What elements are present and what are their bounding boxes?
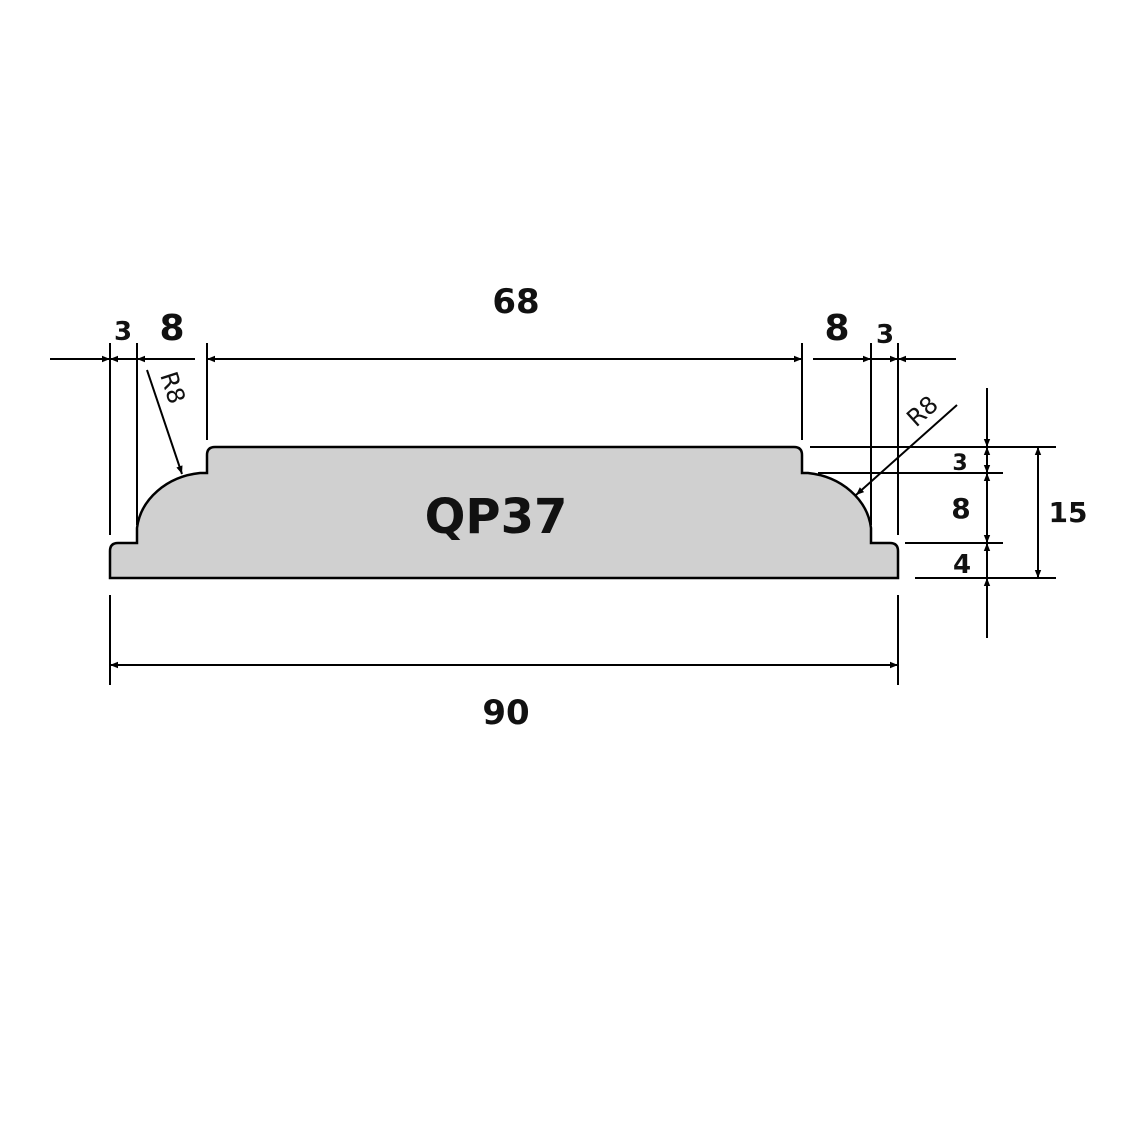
dim-right-radius-width: 8 [824, 308, 849, 349]
dim-left-edge: 3 [114, 317, 132, 347]
dim-base-height: 4 [953, 550, 971, 580]
right-radius-label: R8 [901, 390, 943, 432]
dim-total-height: 15 [1049, 496, 1088, 529]
profile-name: QP37 [425, 489, 568, 545]
dim-radius-height: 8 [951, 492, 970, 525]
dim-top-width: 68 [492, 282, 539, 322]
dim-top-step: 3 [952, 451, 967, 476]
left-radius-label: R8 [154, 368, 191, 407]
dim-right-edge: 3 [876, 320, 894, 350]
dimension-lines [50, 355, 1042, 669]
profile-shape [108, 445, 900, 580]
dim-left-radius-width: 8 [159, 308, 184, 349]
dim-total-width: 90 [482, 693, 529, 733]
